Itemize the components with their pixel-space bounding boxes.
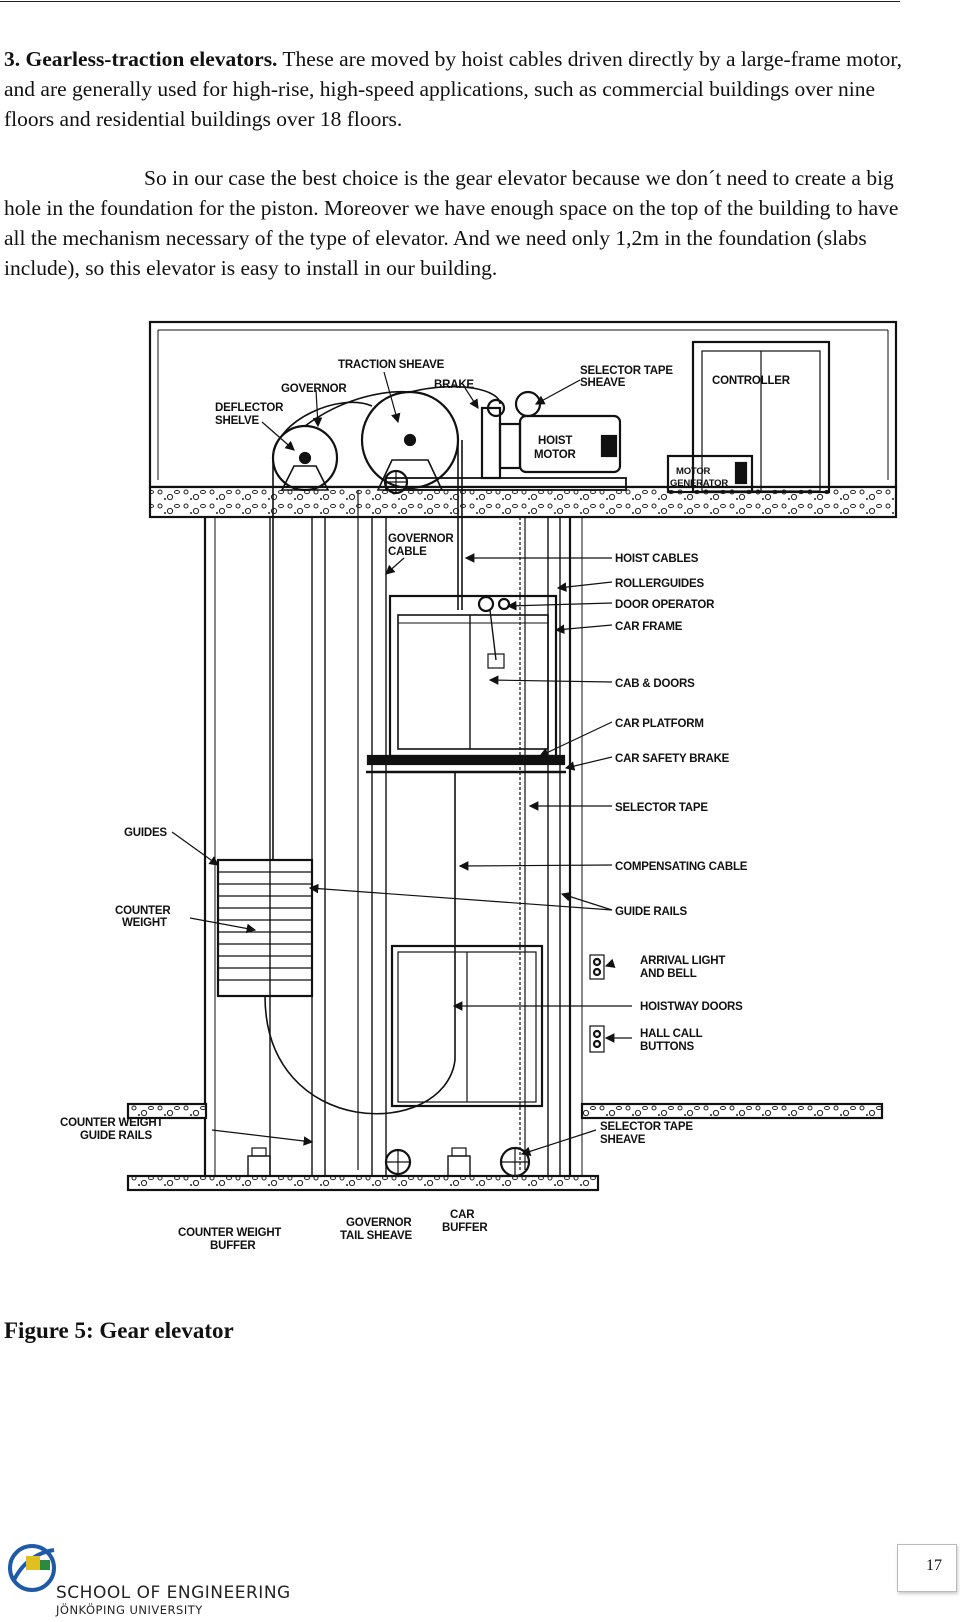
cab-doors <box>397 614 549 750</box>
label-selector-tape-sheave-top-2: SHEAVE <box>580 377 626 389</box>
label-governor-tail-1: GOVERNOR <box>346 1217 412 1229</box>
label-car-platform: CAR PLATFORM <box>615 718 704 730</box>
label-governor-tail-2: TAIL SHEAVE <box>340 1230 412 1242</box>
paragraph-heading: 3. Gearless-traction elevators. <box>4 47 278 71</box>
controller-cabinet <box>691 340 831 494</box>
label-car-buffer-2: BUFFER <box>442 1222 488 1234</box>
label-arrival-light-1: ARRIVAL LIGHT <box>640 955 725 967</box>
paragraph-body: These are moved by hoist cables driven d… <box>4 47 903 131</box>
label-cw-guide-rails-1: COUNTER WEIGHT <box>60 1117 163 1129</box>
page-number: 17 <box>926 1557 942 1574</box>
counterweight <box>216 858 314 998</box>
label-compensating-cable: COMPENSATING CABLE <box>615 861 748 873</box>
label-motor-generator-1: MOTOR <box>676 466 711 477</box>
label-door-operator: DOOR OPERATOR <box>615 599 715 611</box>
motor-generator <box>666 454 754 494</box>
paragraph-choice: So in our case the best choice is the ge… <box>4 166 899 280</box>
label-cab-doors: CAB & DOORS <box>615 678 695 690</box>
compensating-cable <box>264 772 456 1115</box>
paragraph-gearless-traction: 3. Gearless-traction elevators. These ar… <box>4 44 904 134</box>
label-traction-sheave: TRACTION SHEAVE <box>338 359 445 371</box>
label-hall-call-1: HALL CALL <box>640 1028 703 1040</box>
footer-school: SCHOOL OF ENGINEERING <box>56 1583 291 1603</box>
label-car-buffer-1: CAR <box>450 1209 475 1221</box>
label-deflector-2: SHELVE <box>215 415 259 427</box>
top-rule <box>0 1 900 2</box>
pit-slab-left <box>126 1102 208 1120</box>
pit-floor <box>126 1174 600 1192</box>
label-arrival-light-2: AND BELL <box>640 968 697 980</box>
label-brake: BRAKE <box>434 379 474 391</box>
hoistway-doors <box>390 944 544 1108</box>
pit-slab-right <box>580 1102 884 1120</box>
label-selector-tape-sheave-bottom-2: SHEAVE <box>600 1134 646 1146</box>
label-selector-tape-sheave-bottom-1: SELECTOR TAPE <box>600 1121 693 1133</box>
label-hoist-cables: HOIST CABLES <box>615 553 699 565</box>
footer-university: JÖNKÖPING UNIVERSITY <box>56 1603 203 1617</box>
figure-caption: Figure 5: Gear elevator <box>4 1318 234 1343</box>
label-counter-weight-2: WEIGHT <box>122 917 167 929</box>
label-cw-guide-rails-2: GUIDE RAILS <box>80 1130 152 1142</box>
label-selector-tape-sheave-top-1: SELECTOR TAPE <box>580 365 673 377</box>
university-logo-icon <box>8 1544 56 1592</box>
label-rollerguides: ROLLERGUIDES <box>615 578 704 590</box>
label-hoistway-doors: HOISTWAY DOORS <box>640 1001 743 1013</box>
label-governor-cable-1: GOVERNOR <box>388 533 454 545</box>
label-selector-tape: SELECTOR TAPE <box>615 802 708 814</box>
label-controller: CONTROLLER <box>712 375 791 387</box>
label-counter-weight-1: COUNTER <box>115 905 171 917</box>
label-cw-buffer-1: COUNTER WEIGHT <box>178 1227 281 1239</box>
label-motor-generator-2: GENERATOR <box>670 478 728 489</box>
label-cw-buffer-2: BUFFER <box>210 1240 256 1252</box>
elevator-diagram: TRACTION SHEAVE GOVERNOR BRAKE DEFLECTOR… <box>60 320 898 1252</box>
label-deflector-1: DEFLECTOR <box>215 402 284 414</box>
page-number-box: 17 <box>897 1544 957 1592</box>
label-car-safety-brake: CAR SAFETY BRAKE <box>615 753 730 765</box>
car-frame <box>388 594 558 758</box>
label-hoist-motor-2: MOTOR <box>534 449 576 461</box>
label-guide-rails: GUIDE RAILS <box>615 906 687 918</box>
label-hoist-motor-1: HOIST <box>538 435 572 447</box>
label-governor: GOVERNOR <box>281 383 347 395</box>
label-hall-call-2: BUTTONS <box>640 1041 695 1053</box>
label-car-frame: CAR FRAME <box>615 621 683 633</box>
label-guides: GUIDES <box>124 827 167 839</box>
label-governor-cable-2: CABLE <box>388 546 427 558</box>
